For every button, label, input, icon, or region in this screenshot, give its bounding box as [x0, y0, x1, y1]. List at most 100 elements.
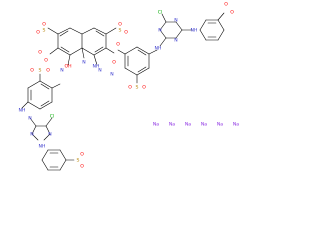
atom-label-sodium: Na — [153, 122, 159, 128]
bond — [217, 12, 225, 21]
atom-label-oxygen: O — [80, 152, 84, 158]
bond — [124, 46, 138, 55]
atom-label-nitrogen: N — [174, 18, 177, 24]
atom-label-sulfur: S — [43, 28, 46, 34]
bond — [159, 29, 167, 39]
atom-label-hydroxyl: OH — [64, 64, 71, 70]
atom-label-oxygen: O — [124, 30, 128, 36]
bond — [136, 67, 150, 76]
atom-label-oxygen: O — [118, 22, 122, 28]
bond — [41, 159, 49, 171]
atom-label-sodium: Na — [201, 122, 207, 128]
bond — [49, 47, 59, 55]
atom-label-nitrogen: N — [28, 116, 31, 122]
atom-label-oxygen: O — [142, 85, 146, 91]
atom-label-nitrogen: N — [48, 132, 51, 138]
bond — [217, 29, 225, 41]
bond — [95, 30, 105, 37]
atom-label-oxygen: O — [36, 30, 40, 36]
bond — [39, 101, 53, 110]
bond — [93, 27, 107, 35]
bond — [57, 27, 71, 35]
bond — [59, 159, 67, 171]
bond — [105, 27, 117, 35]
bond — [31, 133, 39, 141]
atom-label-nitrogen: N — [60, 68, 63, 74]
bond — [47, 27, 59, 35]
bond — [81, 47, 95, 56]
bond — [161, 13, 167, 23]
bond — [43, 133, 51, 141]
bond — [148, 49, 158, 55]
atom-label-sulfur: S — [136, 85, 139, 91]
bond — [40, 83, 50, 90]
atom-label-oxygen: O — [42, 22, 46, 28]
bond — [59, 30, 69, 37]
atom-label-nitrogen: N — [174, 38, 177, 44]
bond — [137, 49, 147, 56]
bond — [199, 29, 207, 41]
atom-label-sulfur: S — [39, 68, 42, 74]
bond — [94, 46, 104, 53]
atom-label-nh: NH — [155, 46, 162, 52]
bond — [59, 149, 67, 161]
bond — [45, 117, 53, 127]
atom-label-nh: NH — [19, 108, 26, 114]
atom-label-nh: NH — [93, 64, 100, 70]
atom-label-oxygen: O — [30, 68, 34, 74]
bond — [175, 29, 183, 39]
atom-label-oxygen: O — [46, 68, 50, 74]
atom-label-oxygen: O — [230, 10, 234, 16]
bond — [117, 49, 126, 55]
atom-label-oxygen: O — [44, 58, 48, 64]
bond — [175, 21, 183, 31]
bond — [60, 46, 70, 53]
bond — [67, 54, 71, 66]
bond — [41, 149, 49, 161]
atom-label-sodium: Na — [185, 122, 191, 128]
bond — [93, 47, 107, 56]
atom-label-sulfur: S — [77, 158, 80, 164]
bond — [31, 125, 37, 135]
atom-label-sodium: Na — [233, 122, 239, 128]
bond — [159, 37, 167, 47]
atom-label-nh: NH — [39, 144, 46, 150]
bond — [29, 117, 37, 127]
bond — [105, 47, 115, 54]
atom-label-oxygen: O — [38, 50, 42, 56]
bond — [40, 100, 50, 107]
atom-label-oxygen: O — [112, 60, 116, 66]
atom-label-sulfur: S — [119, 28, 122, 34]
bond — [57, 47, 71, 56]
bond — [69, 27, 83, 35]
bond — [81, 27, 95, 35]
bond — [45, 125, 51, 135]
atom-label-oxygen: O — [128, 85, 132, 91]
bond — [69, 47, 83, 56]
atom-label-nitrogen: N — [110, 72, 113, 78]
atom-label-nitrogen: N — [82, 60, 85, 66]
bond — [51, 83, 61, 89]
atom-label-sodium: Na — [217, 122, 223, 128]
atom-labels: O O O O O O O O O O O O O O O O S S S S … — [19, 2, 240, 170]
bond — [137, 66, 147, 73]
bond — [81, 47, 85, 59]
atom-label-nh: NH — [191, 28, 198, 34]
bond — [136, 46, 150, 55]
atom-label-oxygen: O — [224, 2, 228, 8]
atom-label-nitrogen: N — [98, 68, 101, 74]
bond-skeleton — [21, 12, 225, 171]
bond — [27, 101, 41, 110]
bond — [93, 54, 98, 66]
atom-label-chlorine: Cl — [50, 114, 54, 120]
atom-label-nitrogen: N — [158, 28, 161, 34]
atom-label-oxygen: O — [116, 42, 120, 48]
bond — [27, 80, 41, 89]
chemical-structure-diagram: O O O O O O O O O O O O O O O O S S S S … — [19, 2, 240, 171]
bond — [159, 21, 167, 31]
atom-label-oxygen: O — [80, 164, 84, 170]
bond — [124, 67, 138, 76]
bond — [39, 80, 53, 89]
bond — [217, 19, 225, 31]
atom-label-chlorine: Cl — [158, 10, 162, 16]
